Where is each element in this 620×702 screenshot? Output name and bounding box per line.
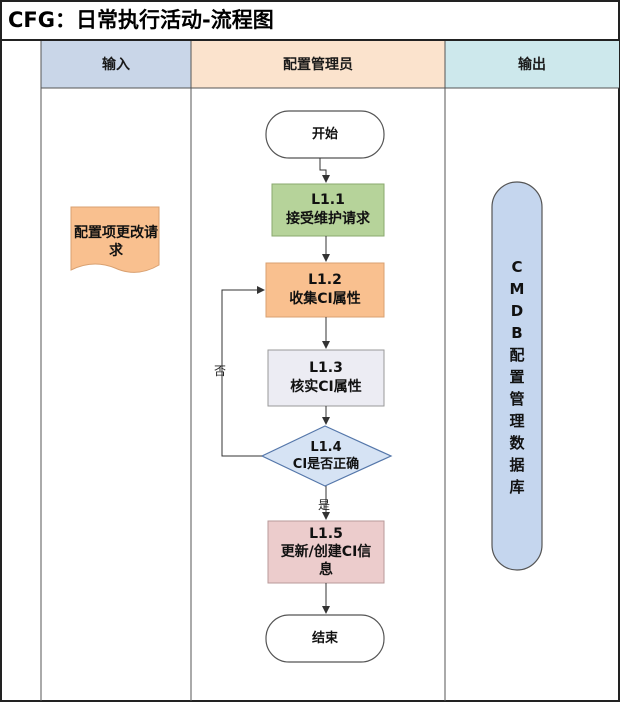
end-terminator-shape (265, 614, 385, 663)
l11-node: L1.1 接受维护请求 (272, 184, 384, 236)
l15-id: L1.5 (309, 526, 343, 542)
l14-text: CI是否正确 (292, 457, 360, 472)
l12-text: 收集CI属性 (289, 291, 361, 307)
lane-header-admin: 配置管理员 (283, 57, 353, 73)
l11-box-shape (271, 183, 385, 237)
l14-node: L1.4 CI是否正确 (268, 430, 384, 482)
lane-header-output: 输出 (518, 57, 546, 73)
l13-node: L1.3 核实CI属性 (268, 350, 384, 406)
l14-id: L1.4 (310, 440, 342, 455)
lane-header-input: 输入 (102, 57, 130, 73)
start-terminator-shape (265, 110, 385, 159)
lane-head-output-bg (445, 41, 619, 88)
l15-node: L1.5 更新/创建CI信息 (268, 521, 384, 583)
cmdb-database-label: CMDB配置管理数据库 (509, 258, 525, 496)
l13-id: L1.3 (309, 360, 343, 376)
lane-head-admin-bg (191, 41, 445, 88)
lane-head-input-bg (41, 41, 191, 88)
end-node-label: 结束 (311, 631, 338, 646)
input-document-label: 配置项更改请求 (74, 225, 158, 259)
edge-label-yes: 是 (318, 498, 331, 512)
l11-id: L1.1 (311, 192, 345, 208)
l15-text: 更新/创建CI信息 (280, 544, 372, 578)
l11-text: 接受维护请求 (286, 211, 370, 227)
l13-box-shape (267, 349, 385, 407)
l15-box-shape (267, 520, 385, 584)
edge-label-no: 否 (214, 364, 227, 378)
cmdb-database-shape (491, 181, 543, 571)
start-node-label: 开始 (311, 127, 338, 142)
l13-text: 核实CI属性 (290, 379, 362, 395)
edge-start-l11 (319, 158, 330, 183)
edge-l14-l12-no (221, 286, 265, 457)
input-document-shape (70, 206, 160, 273)
l12-id: L1.2 (308, 272, 342, 288)
l12-box-shape (265, 262, 385, 318)
page-title: CFG：日常执行活动-流程图 (8, 8, 274, 32)
l14-diamond-shape (260, 425, 393, 487)
l12-node: L1.2 收集CI属性 (266, 263, 384, 317)
